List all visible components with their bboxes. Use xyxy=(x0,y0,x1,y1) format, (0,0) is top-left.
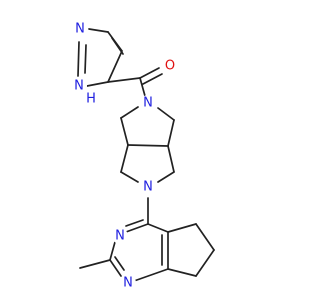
bond-c4a-c5 xyxy=(167,223,197,233)
bond-carbonyl-amide-n xyxy=(139,77,146,97)
ring-n-label: N xyxy=(143,180,153,195)
pyrazole-nh-atom: N H xyxy=(71,78,98,107)
bond-left-ch2-lower xyxy=(120,144,129,173)
bond-c2-n1-double xyxy=(114,256,125,271)
bond-right-ch2-lower xyxy=(167,145,175,173)
bond-pz-c5-nh xyxy=(86,81,109,87)
amide-n-label: N xyxy=(143,96,153,111)
pyrazole-n1-atom: N xyxy=(72,21,88,37)
bond-bridge xyxy=(127,144,169,147)
bond-left-ch2-upper xyxy=(120,117,129,146)
bond-c4-n3 xyxy=(125,223,149,233)
pyrazole-nh-label: N xyxy=(74,79,84,94)
bond-c5-carbonyl xyxy=(107,77,141,83)
pyrimidine-n3-atom: N xyxy=(112,228,128,244)
bond-amide-n-right xyxy=(157,107,175,121)
bond-n3-c2 xyxy=(109,241,116,261)
bond-c6-c7 xyxy=(195,249,215,277)
molecule-diagram: N N H O N N N N xyxy=(71,21,215,291)
bond-amide-n-left xyxy=(120,106,139,119)
bond-c5-c6 xyxy=(195,223,215,251)
bond-pz-nh-n1 xyxy=(77,41,80,77)
bond-pz-n1-double xyxy=(84,44,87,74)
ring-nitrogen-atom: N xyxy=(140,179,156,195)
bond-carbonyl-o xyxy=(139,67,160,79)
bond-pz-c4-c5 xyxy=(107,50,123,83)
pyrazole-h-label: H xyxy=(86,92,96,107)
pyrimidine-n3-label: N xyxy=(115,229,125,244)
pyrimidine-n1-label: N xyxy=(123,276,133,291)
carbonyl-oxygen-atom: O xyxy=(162,58,178,74)
bond-lower-right-n xyxy=(157,171,175,183)
bond-c2-methyl xyxy=(79,259,111,269)
bonds xyxy=(77,28,215,282)
bond-c2-n1 xyxy=(109,259,122,277)
bond-c4a-c4 xyxy=(147,223,169,233)
bond-c4-n3-double xyxy=(125,219,144,227)
bond-carbonyl-o-double xyxy=(142,73,163,85)
bond-pz-n1-c3 xyxy=(88,28,109,33)
pyrazole-n1-label: N xyxy=(75,22,85,37)
carbonyl-o-label: O xyxy=(165,59,175,74)
amide-nitrogen-atom: N xyxy=(140,95,156,111)
bond-right-ch2-upper xyxy=(167,119,175,147)
bond-c7-c7a xyxy=(167,268,197,277)
bond-n1-c7a xyxy=(133,268,169,282)
pyrimidine-n1-atom: N xyxy=(120,275,136,291)
bond-lower-left-n xyxy=(120,171,139,183)
atom-labels: N N H O N N N N xyxy=(71,21,178,291)
